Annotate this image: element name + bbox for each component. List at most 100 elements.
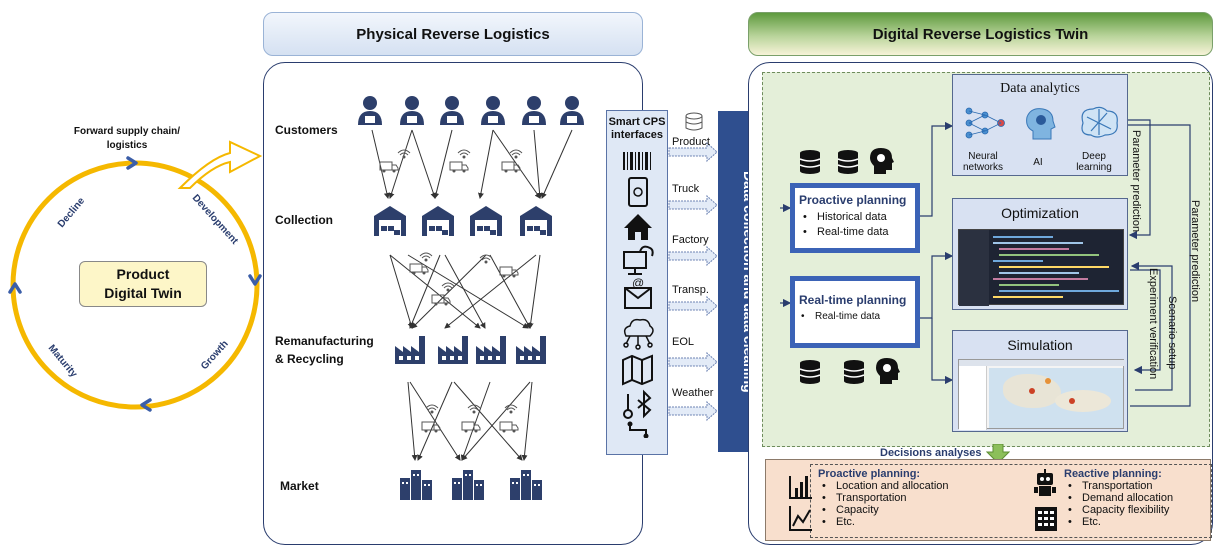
neural-line2: networks bbox=[962, 162, 1003, 173]
proactive-decision-item: Etc. bbox=[822, 516, 978, 528]
digital-connectors bbox=[780, 119, 1191, 407]
factory-icons bbox=[395, 336, 546, 364]
product-line1: Product bbox=[116, 266, 170, 282]
cps-title-line2: interfaces bbox=[611, 129, 663, 141]
proactive-decision-item: Transportation bbox=[822, 492, 978, 504]
cps-icon-column: @ bbox=[622, 152, 654, 438]
reactive-decision-item: Capacity flexibility bbox=[1068, 504, 1209, 516]
optimization-title: Optimization bbox=[1001, 205, 1079, 221]
reman-line1: Remanufacturing bbox=[275, 334, 374, 348]
lifecycle-ring: Decline Development Maturity Growth bbox=[8, 156, 262, 412]
map-icon bbox=[622, 354, 653, 386]
simulation-screenshot bbox=[958, 359, 1125, 430]
arrow-label-product: Product bbox=[672, 136, 710, 148]
proactive-planning-box: Proactive planning Historical data Real-… bbox=[790, 183, 920, 253]
database-icons-bottom bbox=[799, 358, 900, 384]
bluetooth-icon bbox=[637, 389, 652, 419]
physical-header: Physical Reverse Logistics bbox=[263, 12, 643, 56]
cps-title: Smart CPS interfaces bbox=[606, 116, 668, 142]
database-icons-top bbox=[799, 148, 894, 174]
chevron-top-icon bbox=[126, 156, 138, 170]
calculator-grid-icon bbox=[1035, 507, 1057, 531]
experiment-verification-label: Experiment verification bbox=[1147, 268, 1159, 380]
optimization-screenshot bbox=[958, 229, 1124, 306]
reman-line2: & Recycling bbox=[275, 352, 344, 366]
physical-network bbox=[358, 96, 584, 500]
ai-label: AI bbox=[1033, 157, 1043, 168]
arrow-label-transp: Transp. bbox=[672, 284, 709, 296]
proactive-decisions-title: Proactive planning: bbox=[818, 468, 921, 480]
parameter-prediction-label-1: Parameter prediction bbox=[1130, 130, 1142, 233]
deep-learning-label: Deep learning bbox=[1069, 151, 1119, 173]
customer-arrows bbox=[371, 129, 573, 199]
chevron-bottom-icon bbox=[140, 398, 152, 412]
line-chart-icon bbox=[789, 506, 812, 531]
reactive-decision-item: Etc. bbox=[1068, 516, 1209, 528]
analytics-title: Data analytics bbox=[1000, 81, 1080, 96]
stage-decline: Decline bbox=[56, 195, 88, 230]
reactive-decisions-title: Reactive planning: bbox=[1064, 468, 1162, 480]
chevron-right-icon bbox=[248, 274, 262, 286]
arrow-label-eol: EOL bbox=[672, 336, 695, 348]
reactive-decisions: Reactive planning: Transportation Demand… bbox=[1064, 468, 1209, 528]
proactive-item: Real-time data bbox=[803, 225, 915, 240]
realtime-title: Real-time planning bbox=[799, 293, 907, 307]
analytics-icons bbox=[965, 106, 1118, 140]
parameter-prediction-label-2: Parameter prediction bbox=[1189, 200, 1201, 303]
smartphone-icon bbox=[628, 177, 648, 207]
realtime-planning-box: Real-time planning Real-time data bbox=[790, 276, 920, 348]
deep-learning-brain-icon bbox=[1081, 106, 1118, 138]
reactive-decision-item: Transportation bbox=[1068, 480, 1209, 492]
smart-home-icon bbox=[624, 214, 652, 240]
decision-reactive-icons bbox=[1034, 469, 1057, 531]
customers-label: Customers bbox=[275, 123, 338, 137]
customer-icons bbox=[358, 96, 584, 125]
chevron-left-icon bbox=[8, 282, 22, 294]
forward-supply-chain-label: Forward supply chain/ logistics bbox=[62, 125, 192, 153]
reman-label: Remanufacturing & Recycling bbox=[275, 332, 374, 368]
neural-line1: Neural bbox=[968, 151, 998, 162]
svg-text:@: @ bbox=[632, 276, 644, 290]
forward-arrow bbox=[177, 140, 263, 189]
email-icon: @ bbox=[624, 276, 652, 309]
collection-icons bbox=[374, 206, 552, 236]
robot-icon bbox=[1034, 469, 1056, 496]
digital-header: Digital Reverse Logistics Twin bbox=[748, 12, 1213, 56]
arrow-label-truck: Truck bbox=[672, 183, 700, 195]
cloud-computer-icon bbox=[623, 245, 654, 275]
deep-line1: Deep bbox=[1082, 151, 1106, 162]
thermometer-icon bbox=[623, 394, 633, 419]
decisions-inner-frame bbox=[810, 464, 1212, 538]
market-label: Market bbox=[280, 479, 319, 493]
proactive-decision-item: Capacity bbox=[822, 504, 978, 516]
proactive-decision-item: Location and allocation bbox=[822, 480, 978, 492]
proactive-item: Historical data bbox=[803, 210, 915, 225]
decisions-analyses-label: Decisions analyses bbox=[880, 447, 982, 459]
market-icons bbox=[400, 470, 542, 500]
neural-network-icon bbox=[965, 107, 1005, 139]
scenario-setup-label: Scenario setup bbox=[1166, 296, 1178, 370]
simulation-title: Simulation bbox=[1007, 337, 1073, 353]
arrow-label-weather: Weather bbox=[672, 387, 714, 399]
decision-chart-icons bbox=[789, 476, 812, 531]
factory-arrows bbox=[407, 381, 533, 461]
cps-arrows bbox=[668, 112, 718, 421]
product-line2: Digital Twin bbox=[104, 285, 182, 301]
sensor-node-icon bbox=[627, 421, 649, 438]
simulation-box: Simulation bbox=[952, 330, 1128, 432]
reactive-decision-item: Demand allocation bbox=[1068, 492, 1209, 504]
cloud-network-icon bbox=[623, 318, 654, 350]
deep-line2: learning bbox=[1076, 162, 1112, 173]
forward-line2: logistics bbox=[106, 140, 148, 151]
realtime-item: Real-time data bbox=[801, 310, 915, 323]
barcode-icon bbox=[623, 152, 651, 170]
proactive-decisions: Proactive planning: Location and allocat… bbox=[818, 468, 978, 528]
cps-title-line1: Smart CPS bbox=[608, 116, 666, 128]
cps-interfaces-box bbox=[606, 110, 668, 455]
collection-arrows bbox=[389, 254, 541, 329]
collection-label: Collection bbox=[275, 213, 334, 227]
optimization-box: Optimization bbox=[952, 198, 1128, 310]
arrow-label-factory: Factory bbox=[672, 234, 709, 246]
physical-panel bbox=[263, 62, 643, 545]
data-analytics-box: Data analytics Neural networks AI Deep l… bbox=[952, 74, 1128, 176]
